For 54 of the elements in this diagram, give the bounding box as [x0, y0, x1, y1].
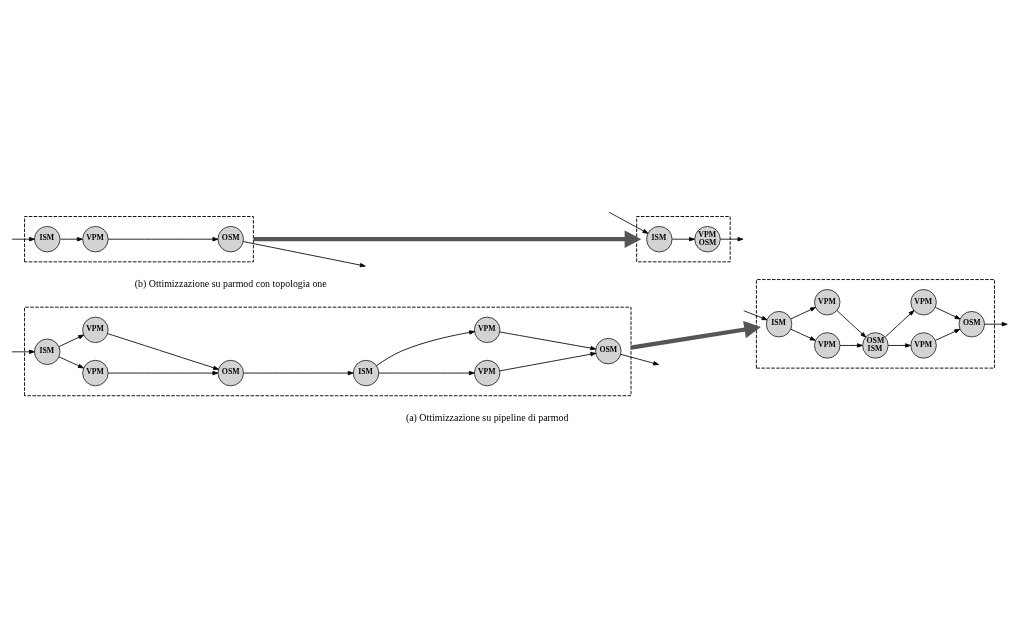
- arrow: [11, 237, 35, 242]
- node-circle: OSM: [595, 338, 622, 365]
- arrow: [253, 230, 642, 248]
- node-circle: OSM: [958, 311, 985, 338]
- arrow: [58, 334, 85, 348]
- label: (b) Ottimizzazione su parmod con topologia one: [134, 278, 327, 290]
- cluster: [636, 216, 731, 263]
- node-circle: VPM: [82, 316, 109, 343]
- node-circle: VPM: [474, 316, 501, 343]
- node-circle: VPM: [814, 289, 841, 316]
- arrow: [243, 370, 354, 376]
- arrow: [743, 310, 768, 321]
- node-circle: ISM: [34, 226, 61, 253]
- arrow: [376, 330, 475, 367]
- arrow: [11, 349, 35, 354]
- node-circle: ISM: [765, 311, 793, 338]
- node-circle: OSM: [217, 359, 244, 387]
- node-circle: VPM: [474, 359, 501, 387]
- arrow: [630, 320, 761, 350]
- arrow: [934, 307, 961, 320]
- node-circle: VPM: [814, 332, 841, 359]
- arrow: [58, 356, 84, 369]
- arrow: [790, 328, 816, 341]
- arrow: [499, 331, 597, 351]
- arrow: [888, 343, 911, 348]
- arrow: [836, 310, 867, 338]
- label: (a) Ottimizzazione su pipeline di parmod: [405, 412, 569, 424]
- arrow: [499, 352, 597, 372]
- arrow: [984, 322, 1008, 327]
- node-circle: VPM: [82, 359, 109, 387]
- node-circle: ISM: [34, 338, 61, 365]
- arrow: [839, 343, 863, 348]
- arrow: [884, 310, 915, 338]
- node-circle: VPM: [910, 332, 937, 359]
- arrow: [934, 328, 961, 341]
- cluster: [24, 216, 254, 263]
- node-circle: VPM: [82, 226, 109, 253]
- arrow: [59, 237, 83, 242]
- cluster: [755, 279, 995, 369]
- node-circle: ISM: [352, 359, 380, 387]
- arrow: [107, 237, 219, 242]
- arrow: [608, 211, 649, 234]
- node-circle: ISM: [646, 226, 673, 253]
- arrow: [790, 306, 816, 320]
- arrow: [378, 370, 475, 376]
- arrow: [719, 237, 744, 242]
- arrow: [620, 353, 659, 366]
- arrow: [671, 237, 695, 242]
- node-circle: VPM OSM: [694, 226, 721, 253]
- arrow: [242, 241, 366, 268]
- node-circle: OSM: [217, 226, 244, 253]
- arrow: [107, 333, 219, 370]
- arrow: [107, 370, 219, 376]
- cluster: [24, 306, 632, 397]
